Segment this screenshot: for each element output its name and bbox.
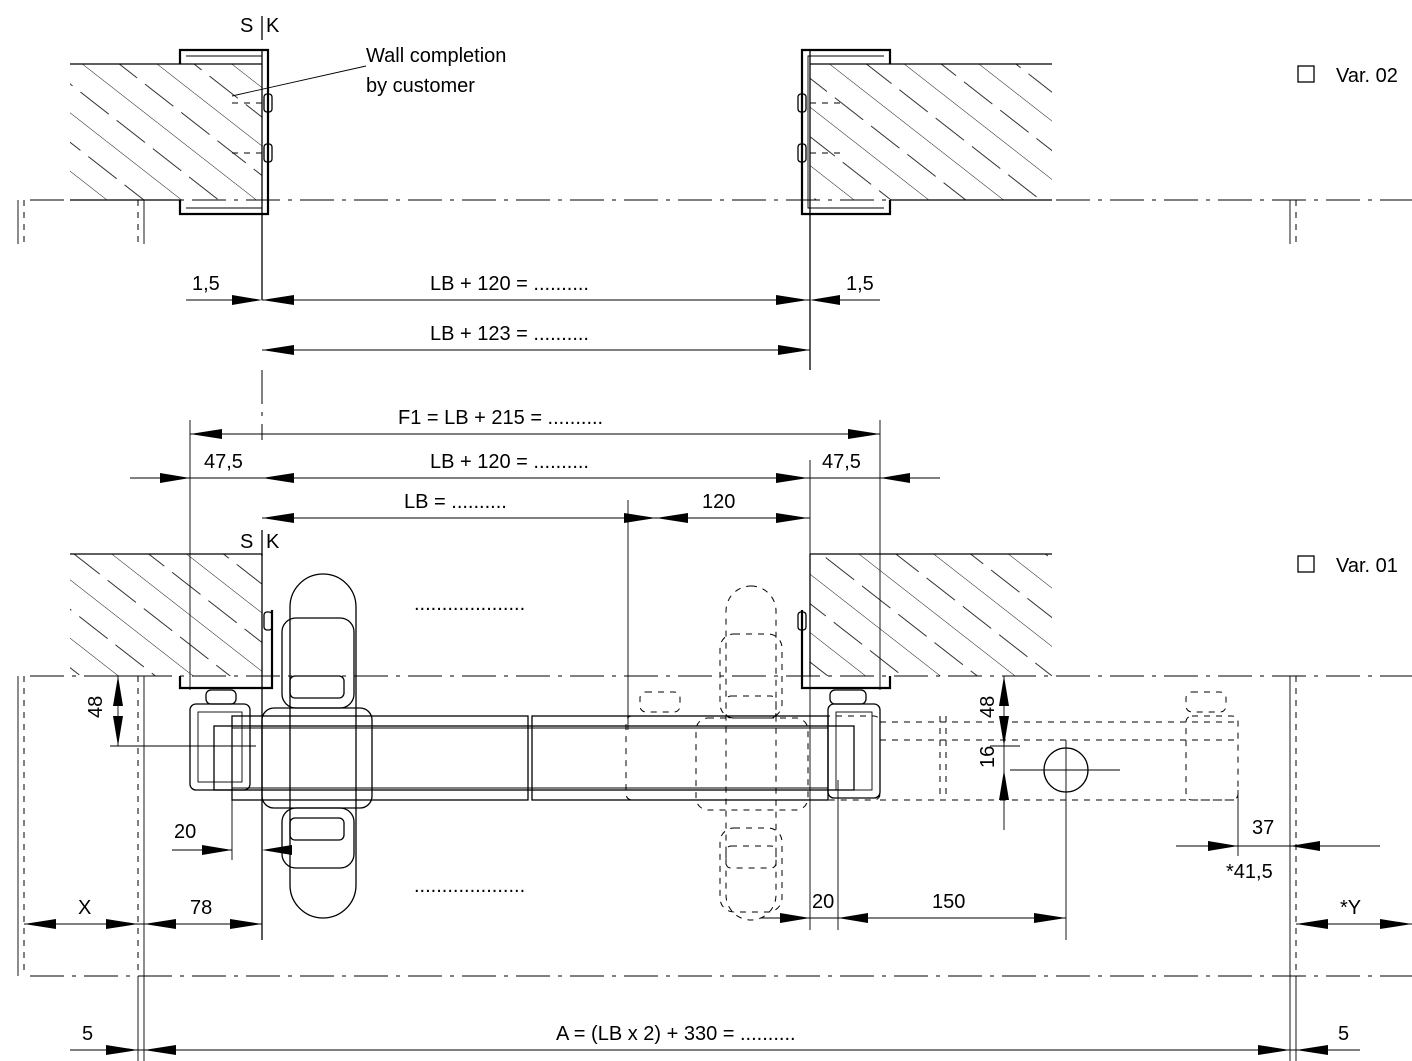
dim-lb120-top: LB + 120 = .......... [430,273,589,295]
dots-lower: .................... [414,875,525,897]
sk-label-s-bottom: S [240,531,253,553]
dim-150: 150 [932,891,965,913]
handle-left [261,573,373,919]
var02-section: S K Wall completion by customer Var. 02 … [17,15,1412,370]
dim-48-left: 48 [85,696,107,718]
dim-f1: F1 = LB + 215 = .......... [398,407,603,429]
sk-label-s-top: S [240,15,253,37]
dim-120: 120 [702,491,735,513]
var01-label: Var. 01 [1336,555,1398,577]
var02-label: Var. 02 [1336,65,1398,87]
wall-left-top [70,48,273,300]
var01-checkbox[interactable] [1297,555,1315,573]
dim-gap-left: 1,5 [192,273,220,295]
dim-y: *Y [1340,897,1361,919]
dim-5-right: 5 [1338,1023,1349,1045]
wall-note-line2: by customer [366,75,475,97]
wall-right-top [797,48,1052,370]
track-profile-right [827,689,1240,801]
var01-section: F1 = LB + 215 = .......... 47,5 LB + 120… [17,370,1412,1061]
dim-41-5: *41,5 [1226,861,1273,883]
dim-lb120-bottom: LB + 120 = .......... [430,451,589,473]
dim-lb: LB = .......... [404,491,507,513]
dots-upper: .................... [414,593,525,615]
dim-x: X [78,897,91,919]
sk-label-k-bottom: K [266,531,280,553]
sk-label-k-top: K [266,15,280,37]
handle-ghost [625,585,881,921]
dim-gap-right: 1,5 [846,273,874,295]
wall-right-bottom [797,553,1052,690]
dim-78: 78 [190,897,212,919]
wall-note-line1: Wall completion [366,45,506,67]
dim-offset-right: 47,5 [822,451,861,473]
dim-offset-left: 47,5 [204,451,243,473]
dim-a: A = (LB x 2) + 330 = .......... [556,1023,796,1045]
var02-checkbox[interactable] [1297,65,1315,83]
dim-48-right: 48 [977,696,999,718]
dim-16: 16 [977,746,999,768]
dim-lb123-top: LB + 123 = .......... [430,323,589,345]
dim-5-left: 5 [82,1023,93,1045]
dim-37: 37 [1252,817,1274,839]
dim-20-left: 20 [174,821,196,843]
wall-left-bottom [70,553,274,940]
door-leaf-left [189,689,855,801]
dim-20-right: 20 [812,891,834,913]
